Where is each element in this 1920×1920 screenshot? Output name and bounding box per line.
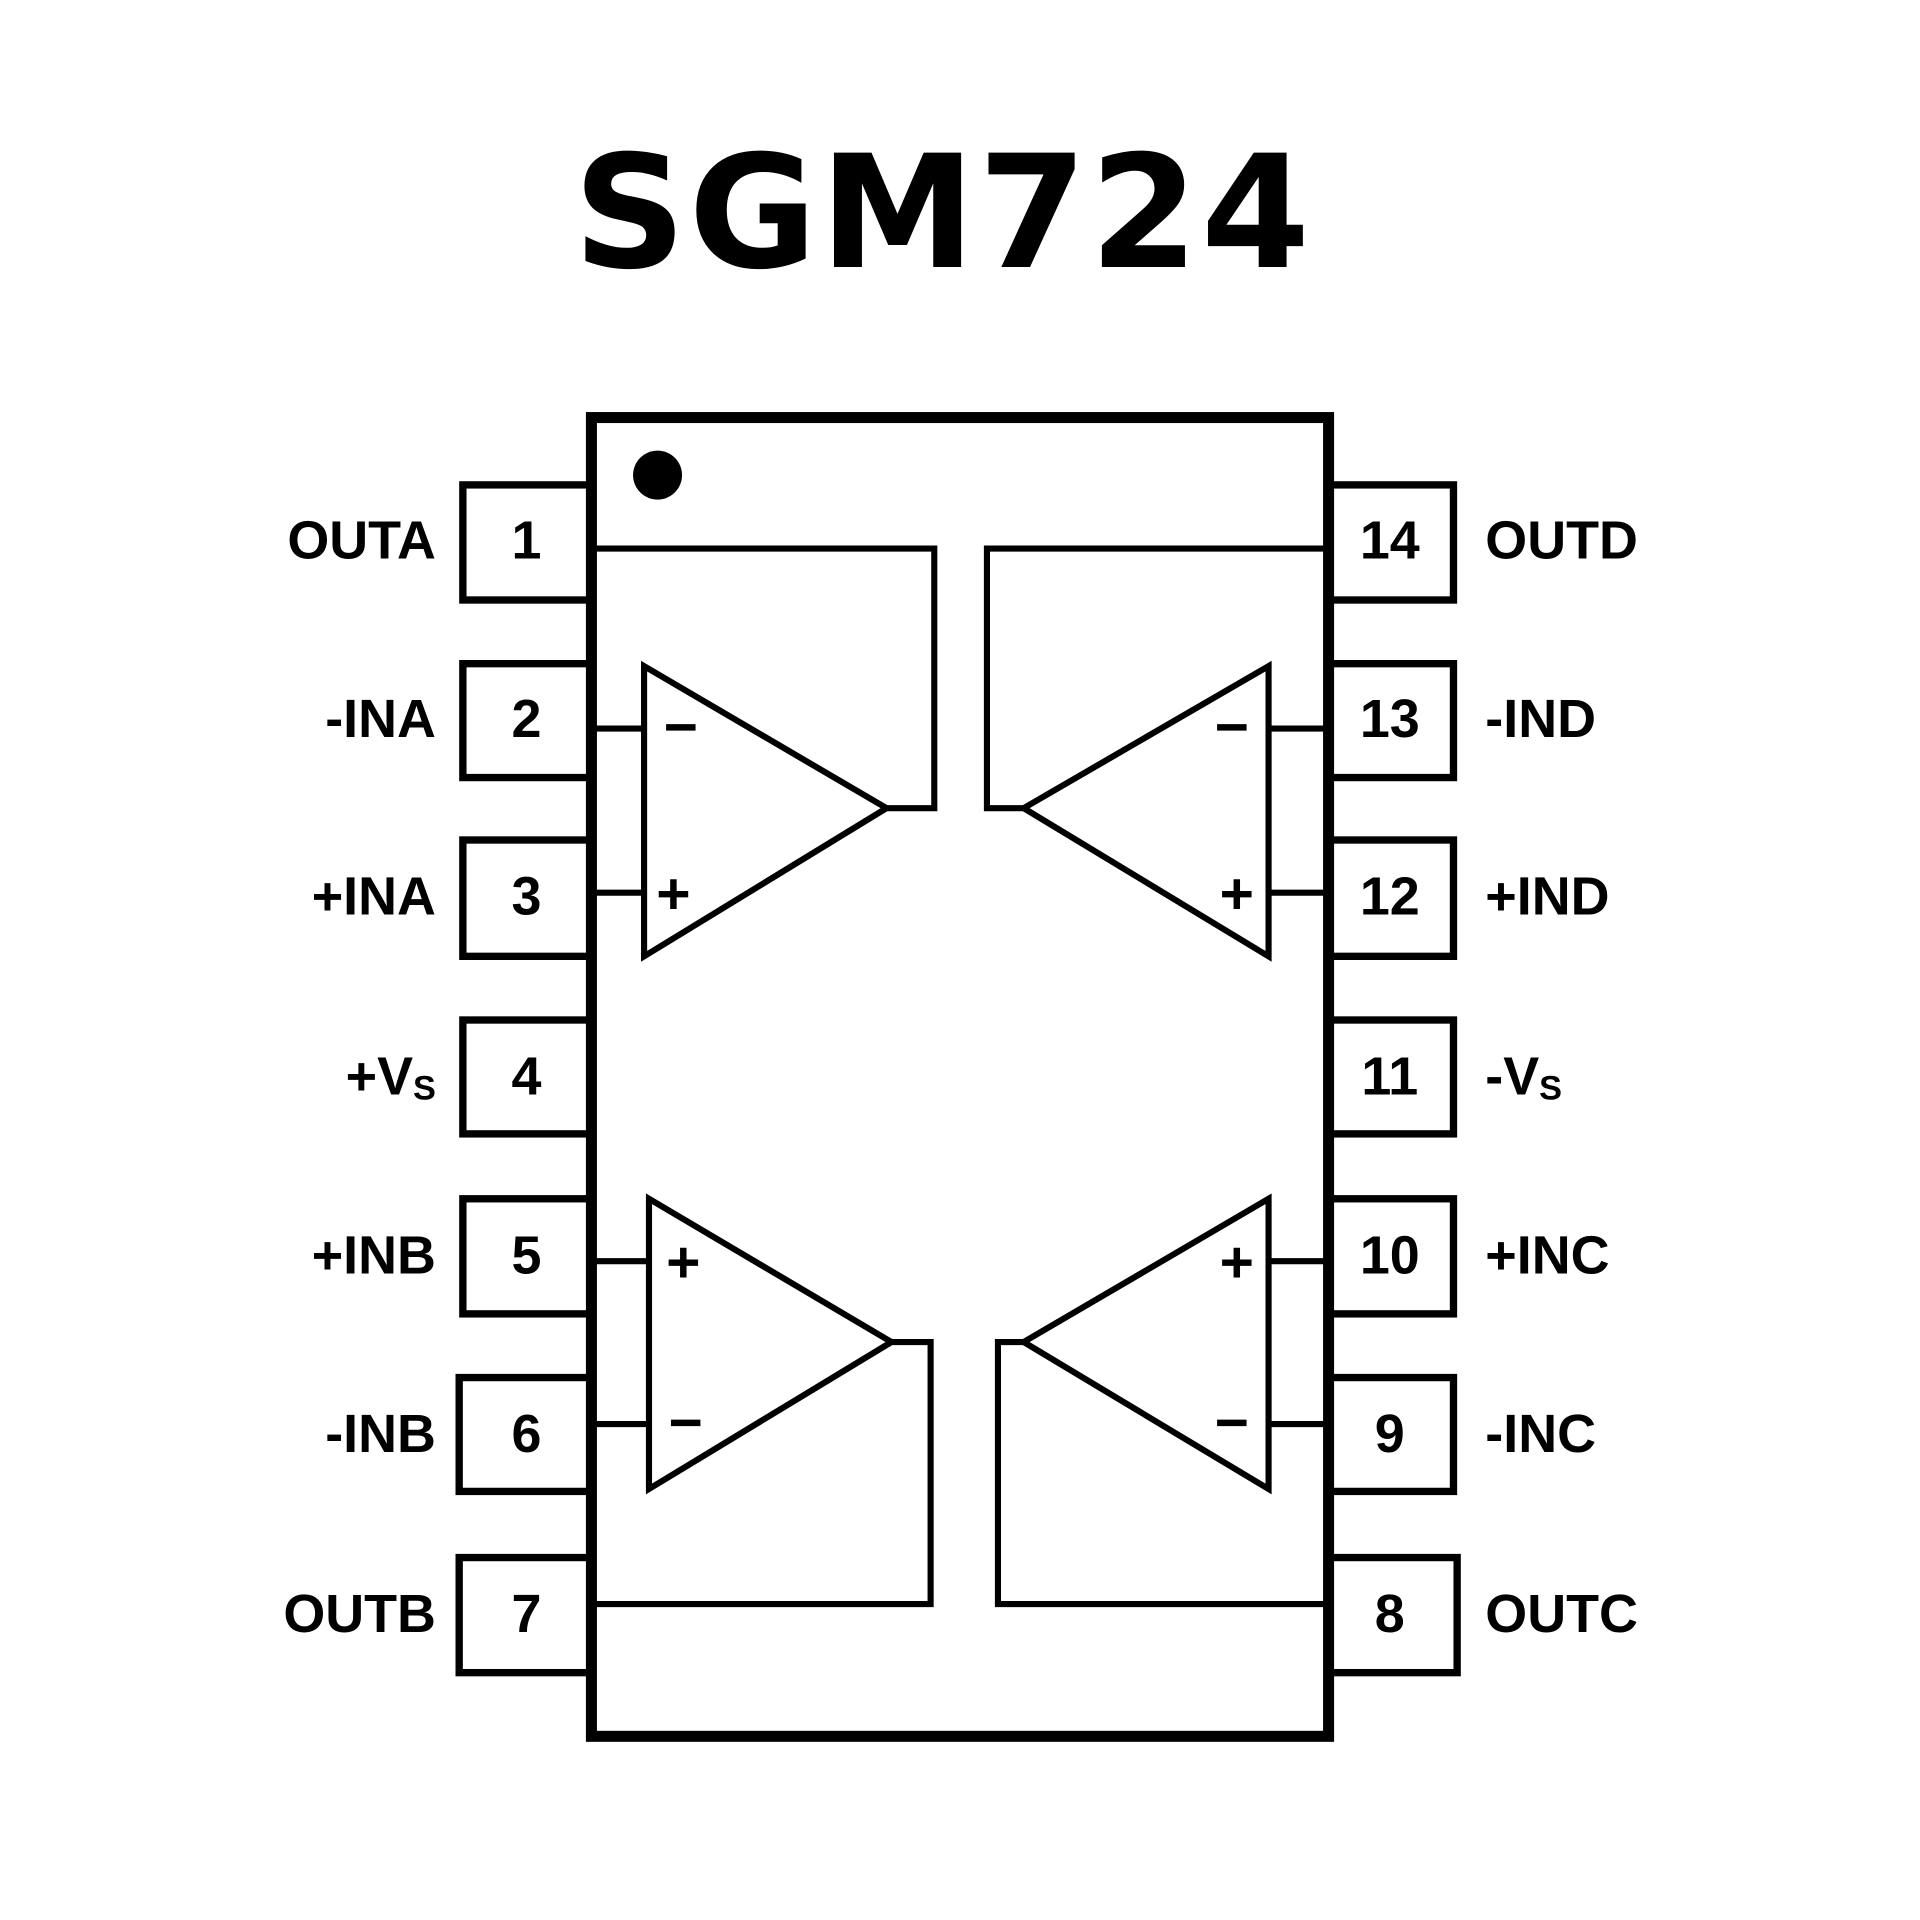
pin-box-2 xyxy=(459,660,594,782)
pin-name-subscript: S xyxy=(413,1070,436,1108)
opamp-b-feedback-wire xyxy=(595,1338,934,1608)
pin-name-main: +V xyxy=(346,1047,413,1107)
pin-name: +IND xyxy=(1485,867,1609,927)
pin-name-vs: +VS xyxy=(346,1047,436,1108)
right-pin-labels: 14 OUTD 13 -IND 12 +IND 11 -VS 10 +INC 9… xyxy=(1360,510,1638,1644)
package-body xyxy=(585,412,1335,1742)
pin1-marker-dot xyxy=(633,450,683,500)
pin-number: 4 xyxy=(512,1047,542,1107)
pin-name-main: -V xyxy=(1485,1047,1539,1107)
pin-box-3 xyxy=(459,836,594,961)
opamp-b: + − xyxy=(595,1193,934,1608)
pin-name-subscript: S xyxy=(1539,1070,1562,1108)
opamp-a-bottom-sign: + xyxy=(656,861,690,926)
opamp-c-triangle xyxy=(1017,1193,1272,1495)
pin-number: 3 xyxy=(512,867,542,927)
pin-number: 1 xyxy=(512,510,542,570)
pin-name: -IND xyxy=(1485,689,1596,749)
opamp-c-feedback-wire xyxy=(994,1338,1325,1608)
opamp-b-bottom-sign: − xyxy=(669,1390,703,1455)
opamp-c-bottom-sign: − xyxy=(1215,1390,1249,1455)
opamp-d: − + xyxy=(983,545,1325,962)
pin-number: 8 xyxy=(1375,1584,1405,1644)
pin-number: 2 xyxy=(512,689,542,749)
pin-name: OUTA xyxy=(287,510,436,570)
pin-name: -INA xyxy=(325,689,436,749)
pin-number: 12 xyxy=(1360,867,1420,927)
opamp-d-triangle xyxy=(1017,660,1272,962)
opamp-a-feedback-wire xyxy=(595,545,938,812)
left-pin-boxes xyxy=(455,481,594,1677)
pin-number: 5 xyxy=(512,1225,542,1285)
pin-box-8 xyxy=(1324,1553,1461,1677)
pin-number: 7 xyxy=(512,1584,542,1644)
opamp-c: + − xyxy=(994,1193,1325,1608)
pin-box-10 xyxy=(1324,1195,1458,1318)
pin-name: OUTC xyxy=(1485,1584,1638,1644)
pin-name: +INC xyxy=(1485,1225,1609,1285)
pin-name: OUTD xyxy=(1485,510,1638,570)
left-pin-labels: 1 OUTA 2 -INA 3 +INA 4 +VS 5 +INB 6 -INB… xyxy=(283,510,541,1644)
pin-name-vs: -VS xyxy=(1485,1047,1562,1108)
opamp-b-triangle xyxy=(645,1193,898,1495)
pin-box-11 xyxy=(1324,1016,1458,1138)
pin-name: +INA xyxy=(312,867,436,927)
pin-number: 10 xyxy=(1360,1225,1420,1285)
opamp-d-bottom-sign: + xyxy=(1220,861,1254,926)
pin-name: OUTB xyxy=(283,1584,436,1644)
opamp-a-top-sign: − xyxy=(664,695,698,760)
pin-number: 14 xyxy=(1360,510,1420,570)
pin-number: 11 xyxy=(1361,1047,1418,1107)
opamp-d-feedback-wire xyxy=(983,545,1325,812)
pin-box-9 xyxy=(1324,1373,1458,1496)
pin-box-5 xyxy=(459,1195,594,1318)
opamp-a-triangle xyxy=(641,660,893,962)
pin-name: +INB xyxy=(312,1225,436,1285)
pin-number: 6 xyxy=(512,1404,542,1464)
pin-number: 13 xyxy=(1360,689,1420,749)
opamp-d-top-sign: − xyxy=(1215,695,1249,760)
opamp-b-top-sign: + xyxy=(666,1230,700,1295)
pin-box-7 xyxy=(455,1553,594,1677)
pin-number: 9 xyxy=(1375,1404,1405,1464)
chip-title: SGM724 xyxy=(573,122,1312,304)
pin-name: -INC xyxy=(1485,1404,1596,1464)
opamp-a: − + xyxy=(595,545,938,962)
opamp-c-top-sign: + xyxy=(1220,1230,1254,1295)
pin-name: -INB xyxy=(325,1404,436,1464)
pin-box-1 xyxy=(459,481,594,604)
